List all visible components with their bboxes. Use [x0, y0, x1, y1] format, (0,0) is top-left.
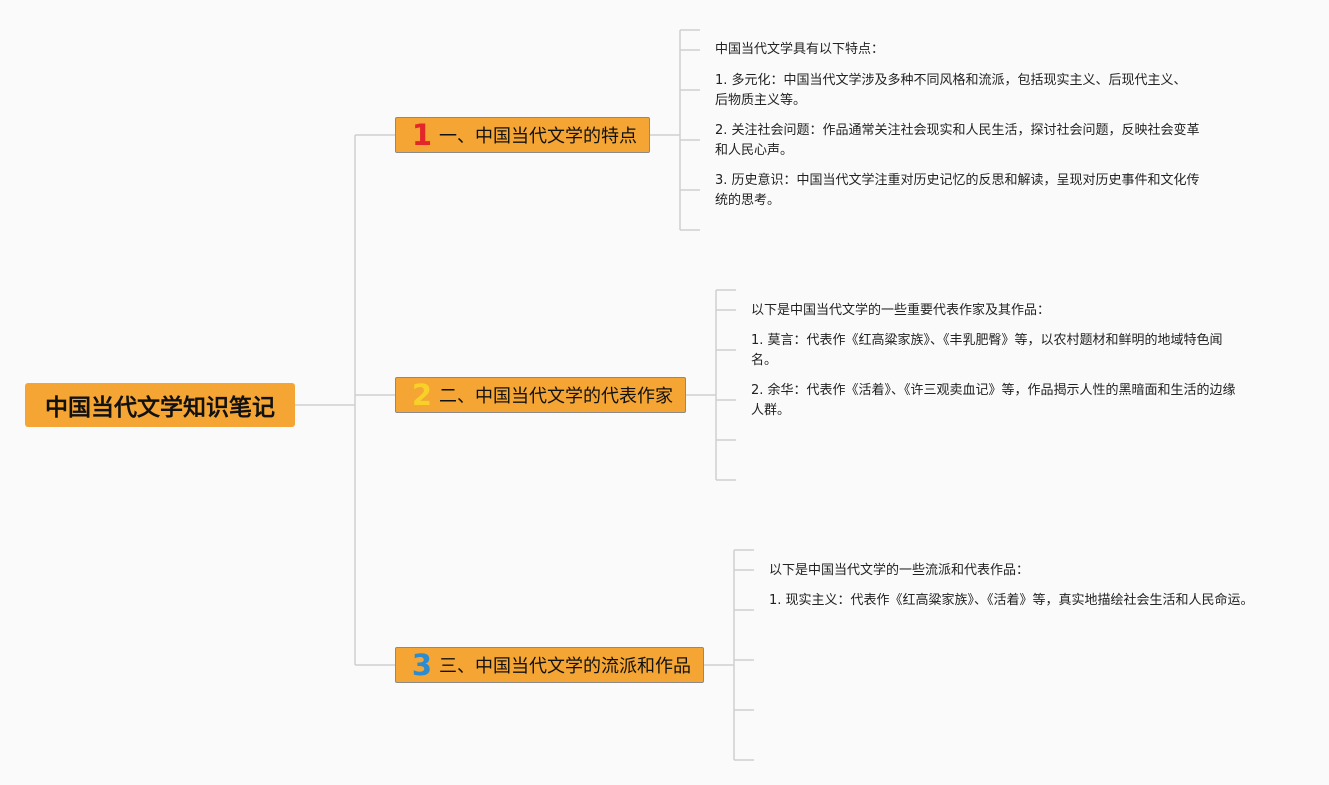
branch-2-leaf-1[interactable]: 1. 莫言：代表作《红高粱家族》、《丰乳肥臀》等，以农村题材和鲜明的地域特色闻名…	[751, 333, 1223, 368]
branch-3-leaf-0[interactable]: 以下是中国当代文学的一些流派和代表作品：	[769, 563, 1030, 578]
branch-1-title: 一、中国当代文学的特点	[439, 126, 637, 147]
number-1-icon: 1	[411, 117, 433, 152]
branch-3-node[interactable]: 3 三、中国当代文学的流派和作品	[395, 647, 704, 683]
root-title: 中国当代文学知识笔记	[45, 395, 275, 421]
branch-1-node[interactable]: 1 一、中国当代文学的特点	[395, 117, 650, 153]
branch-1-leaf-2[interactable]: 2. 关注社会问题：作品通常关注社会现实和人民生活，探讨社会问题，反映社会变革和…	[715, 123, 1200, 158]
branch-1-leaf-0[interactable]: 中国当代文学具有以下特点：	[715, 42, 885, 57]
branch-3-leaf-1[interactable]: 1. 现实主义：代表作《红高粱家族》、《活着》等，真实地描绘社会生活和人民命运。	[769, 593, 1254, 608]
branch-2-title: 二、中国当代文学的代表作家	[439, 386, 673, 407]
branch-1-leaf-1[interactable]: 1. 多元化：中国当代文学涉及多种不同风格和流派，包括现实主义、后现代主义、后物…	[715, 73, 1187, 108]
branch-2-leaf-0[interactable]: 以下是中国当代文学的一些重要代表作家及其作品：	[751, 303, 1051, 318]
branch-2-leaf-2[interactable]: 2. 余华：代表作《活着》、《许三观卖血记》等，作品揭示人性的黑暗面和生活的边缘…	[751, 383, 1236, 418]
root-node[interactable]: 中国当代文学知识笔记	[25, 383, 295, 427]
branch-2-node[interactable]: 2 二、中国当代文学的代表作家	[395, 377, 686, 413]
number-3-icon: 3	[411, 647, 433, 682]
branch-3-title: 三、中国当代文学的流派和作品	[439, 656, 691, 677]
branch-1-leaf-3[interactable]: 3. 历史意识：中国当代文学注重对历史记忆的反思和解读，呈现对历史事件和文化传统…	[715, 173, 1200, 208]
number-2-icon: 2	[411, 377, 433, 412]
